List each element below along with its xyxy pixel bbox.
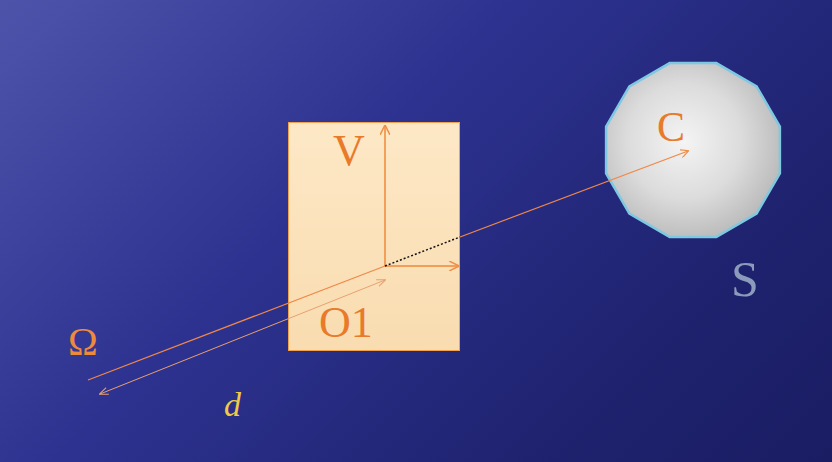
v-axis [384,126,386,266]
projection-ray [460,151,688,237]
polygon-outline [601,58,785,242]
distance-label: d [224,388,241,422]
point-label: C [657,106,685,148]
point-label: O1 [319,301,373,345]
distance-arrow [100,280,385,394]
projection-ray [88,266,385,380]
viewpoint-label: Ω [68,322,98,362]
point-label: V [333,129,365,173]
hidden-ray [385,237,460,266]
object-polygon: CS [601,58,785,242]
u-axis [385,265,458,267]
point-label: S [731,254,759,304]
image-plane: V O1 [288,122,460,351]
